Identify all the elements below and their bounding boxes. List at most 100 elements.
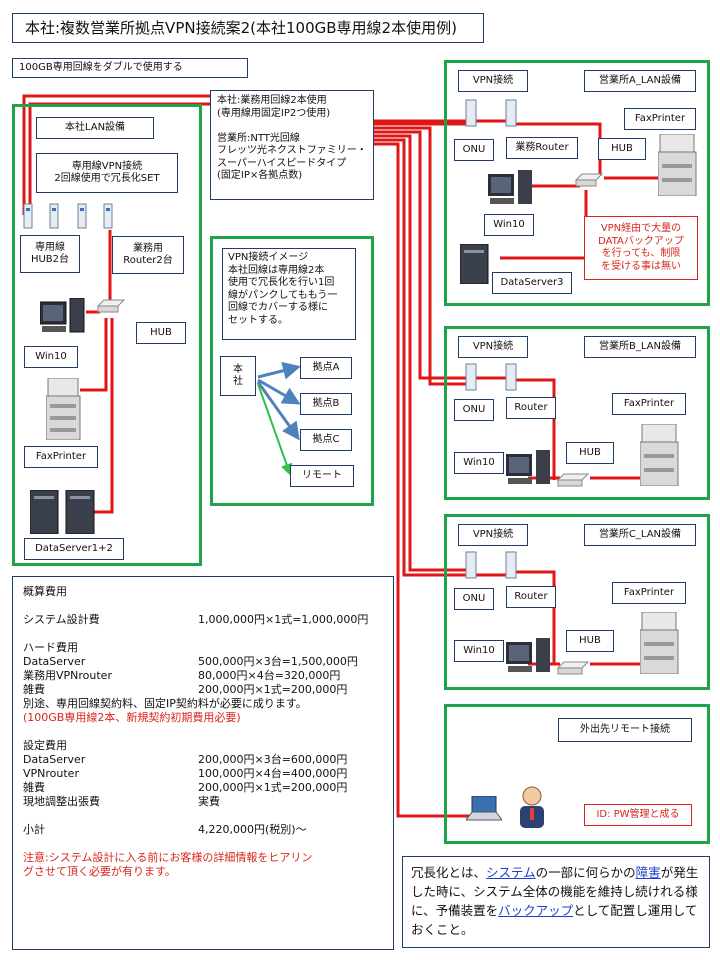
site-a-onu-icon — [464, 98, 524, 132]
cost-caution: 注意:システム設計に入る前にお客様の詳細情報をヒアリン グさせて頂く必要が有りま… — [23, 851, 313, 878]
site-b-win-label: Win10 — [454, 452, 504, 474]
hq-vpn-label: 専用線VPN接続 2回線使用で冗長化SET — [36, 153, 178, 193]
site-c-pc-icon — [506, 638, 552, 680]
hq-pc-icon — [39, 297, 86, 340]
site-a-hub-label: HUB — [598, 138, 646, 160]
cost-hard-note: 別途、専用回線契約料、固定IP契約料が必要に成ります。 — [23, 697, 307, 710]
site-a-server-label: DataServer3 — [492, 272, 572, 294]
remote-frame — [444, 704, 710, 844]
site-b-onu-icon — [464, 362, 524, 396]
site-a-note: VPN経由で大量の DATAバックアップ を行っても、制限 を受ける事は無い — [584, 216, 698, 280]
page-title: 本社:複数営業所拠点VPN接続案2(本社100GB専用線2本使用例) — [12, 13, 484, 43]
site-b-fax-icon — [639, 423, 680, 490]
site-c-hub-label: HUB — [566, 630, 614, 652]
vpn-image-frame — [210, 236, 374, 506]
line-to-remote — [372, 142, 472, 818]
cost-setup-heading: 設定費用 — [23, 739, 67, 752]
site-a-fax-label: FaxPrinter — [624, 108, 696, 130]
site-c-win-label: Win10 — [454, 640, 504, 662]
redundancy-text: として配置し運用しておくこと。 — [411, 903, 698, 937]
redundancy-text: が発生した時に、システム全体の機能を維持し続けれる様に、予備装置を — [411, 865, 699, 918]
redundancy-text: 冗長化とは、 — [411, 865, 487, 880]
site-b-hub-label: HUB — [566, 442, 614, 464]
site-b-title: 営業所B_LAN設備 — [584, 336, 696, 358]
vpn-image-site-a: 拠点A — [300, 357, 352, 379]
arrow-to-remote — [257, 383, 293, 476]
cost-hard-note-red: (100GB専用線2本、新規契約初期費用必要) — [23, 711, 241, 724]
site-c-onu-label: ONU — [454, 588, 494, 610]
hq-server-label: DataServer1+2 — [24, 538, 124, 560]
site-a-fax-icon — [657, 133, 698, 200]
site-c-fax-icon — [639, 611, 680, 678]
cost-heading: 概算費用 — [23, 585, 67, 598]
site-c-onu-icon — [464, 550, 524, 584]
hq-hub-label: HUB — [136, 322, 186, 344]
hq-win-label: Win10 — [24, 346, 78, 368]
site-a-vpn-label: VPN接続 — [458, 70, 528, 92]
site-c-vpn-label: VPN接続 — [458, 524, 528, 546]
site-b-onu-label: ONU — [454, 399, 494, 421]
site-c-router-to-hub — [510, 570, 556, 664]
site-b-fax-label: FaxPrinter — [612, 393, 686, 415]
hq-hub-icon — [96, 298, 126, 318]
line-to-site-c — [372, 134, 470, 572]
hq-server-icon — [29, 489, 98, 538]
site-c-title: 営業所C_LAN設備 — [584, 524, 696, 546]
hq-router2-label: 業務用 Router2台 — [112, 236, 184, 274]
remote-note: ID: PW管理と成る — [584, 804, 692, 826]
cost-hard-heading: ハード費用 — [23, 641, 78, 654]
remote-title: 外出先リモート接続 — [558, 718, 692, 742]
site-b-router-label: Router — [506, 397, 556, 419]
hq-lan-frame — [12, 104, 202, 566]
hq-hub-to-fax — [80, 318, 108, 392]
site-a-win-label: Win10 — [484, 214, 534, 236]
site-a-hub-icon — [574, 172, 604, 192]
backup-link[interactable]: バックアップ — [498, 903, 574, 918]
vpn-image-remote: リモート — [290, 465, 354, 487]
dual-line-note: 100GB専用回線をダブルで使用する — [12, 58, 248, 78]
line-info-box: 本社:業務用回線2本使用 (専用線用固定IP2つ使用) 営業所:NTT光回線 フ… — [210, 90, 374, 200]
laptop-icon — [465, 795, 503, 826]
hq-line-hub-icons — [22, 202, 122, 230]
system-link[interactable]: システム — [486, 865, 536, 880]
site-c-router-label: Router — [506, 586, 556, 608]
hq-lan-label: 本社LAN設備 — [36, 117, 154, 139]
arrow-to-c — [256, 381, 300, 441]
hq-trunk-line-1 — [22, 94, 212, 215]
redundancy-text: の一部に何らかの — [535, 865, 636, 880]
hq-fax-label: FaxPrinter — [24, 446, 98, 468]
site-a-onu-label: ONU — [454, 139, 494, 161]
site-b-router-to-hub — [510, 378, 556, 480]
site-c-hub-icon — [556, 660, 590, 680]
arrow-to-b — [257, 378, 301, 405]
hq-hub2-label: 専用線 HUB2台 — [20, 235, 80, 273]
site-b-hub-icon — [556, 472, 590, 492]
site-c-fax-label: FaxPrinter — [612, 582, 686, 604]
site-b-vpn-label: VPN接続 — [458, 336, 528, 358]
site-b-frame — [444, 326, 710, 500]
site-a-frame — [444, 60, 710, 306]
site-a-pc-icon — [488, 170, 534, 212]
line-to-site-b-2 — [372, 130, 510, 380]
site-c-frame — [444, 514, 710, 690]
redundancy-box: 冗長化とは、システムの一部に何らかの障害が発生した時に、システム全体の機能を維持… — [402, 856, 710, 948]
line-to-site-b — [372, 126, 470, 386]
arrow-to-a — [257, 361, 301, 380]
site-a-title: 営業所A_LAN設備 — [584, 70, 696, 92]
hq-fax-icon — [45, 377, 82, 444]
failure-link[interactable]: 障害 — [635, 865, 661, 880]
site-b-pc-icon — [506, 450, 552, 492]
user-icon — [514, 786, 550, 834]
vpn-image-site-b: 拠点B — [300, 393, 352, 415]
site-a-router-label: 業務Router — [506, 137, 578, 159]
cost-setup-row: 現地調整出張費実費 — [23, 795, 220, 808]
